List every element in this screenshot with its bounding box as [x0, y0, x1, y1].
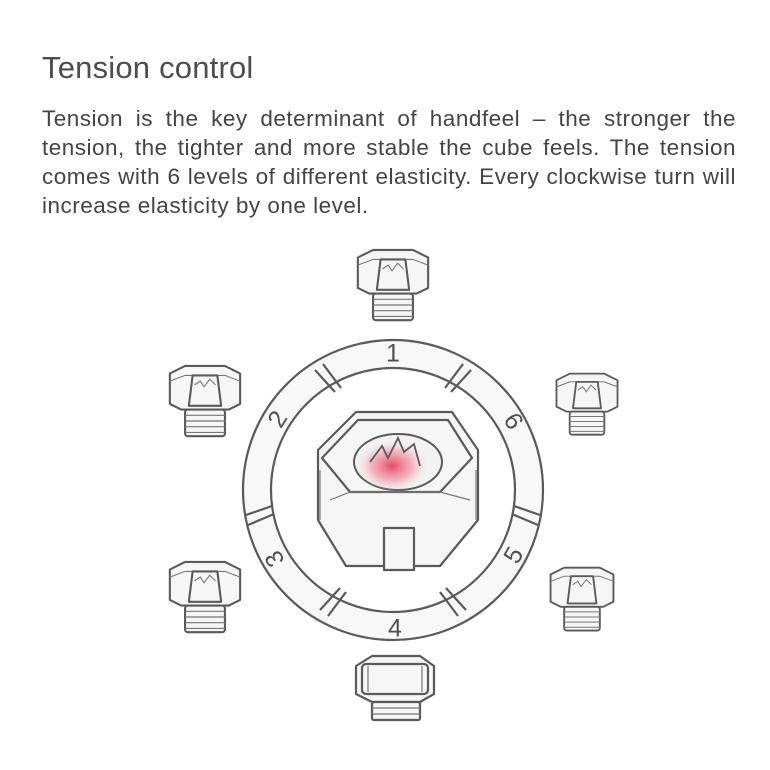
- level-label-4: 4: [388, 615, 402, 643]
- page-title: Tension control: [42, 50, 254, 85]
- nut-level-6: [555, 372, 619, 436]
- nut-level-2: [168, 364, 242, 438]
- level-label-1: 1: [386, 340, 400, 368]
- tension-nut-icon: [316, 410, 480, 572]
- nut-level-1: [356, 248, 430, 322]
- nut-level-3: [168, 560, 242, 634]
- description-text: Tension is the key determinant of handfe…: [42, 106, 736, 218]
- nut-level-5: [549, 566, 615, 632]
- nut-level-4: [354, 654, 436, 722]
